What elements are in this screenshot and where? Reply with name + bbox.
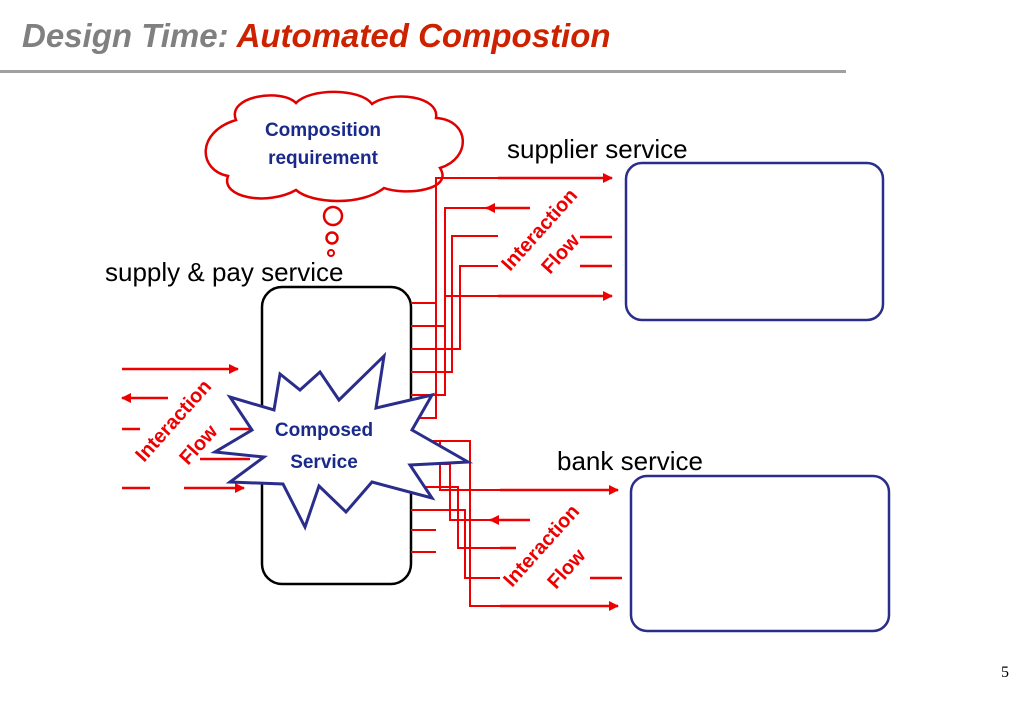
cloud-shape (204, 90, 464, 203)
title-prefix: Design Time: (22, 17, 229, 54)
composed-label-line1: Composed (275, 420, 373, 441)
title-main: Automated Compostion (236, 17, 611, 54)
thought-bubble-large (322, 205, 344, 227)
slide-title: Design Time: Automated Compostion (22, 16, 611, 56)
composed-service-star (210, 351, 474, 531)
bank-service-box (629, 474, 891, 633)
thought-bubble-small (327, 249, 335, 257)
bank-routes (414, 440, 500, 607)
cloud-text-line2: requirement (268, 148, 378, 169)
left-interaction-arrows (121, 364, 250, 493)
supply-pay-service-label: supply & pay service (105, 257, 344, 287)
bank-service-label: bank service (557, 446, 703, 476)
page-number: 5 (1001, 664, 1009, 681)
thought-cloud: Composition requirement (204, 90, 464, 257)
bank-arrows (489, 485, 622, 611)
cloud-text-line1: Composition (265, 120, 381, 141)
title-underline (0, 70, 846, 73)
thought-bubble-medium (325, 231, 339, 245)
composed-label-line2: Service (290, 452, 358, 473)
supplier-service-box (624, 161, 885, 322)
supplier-arrows (485, 173, 613, 301)
supplier-routes (414, 177, 498, 419)
supplier-service-label: supplier service (507, 134, 688, 164)
